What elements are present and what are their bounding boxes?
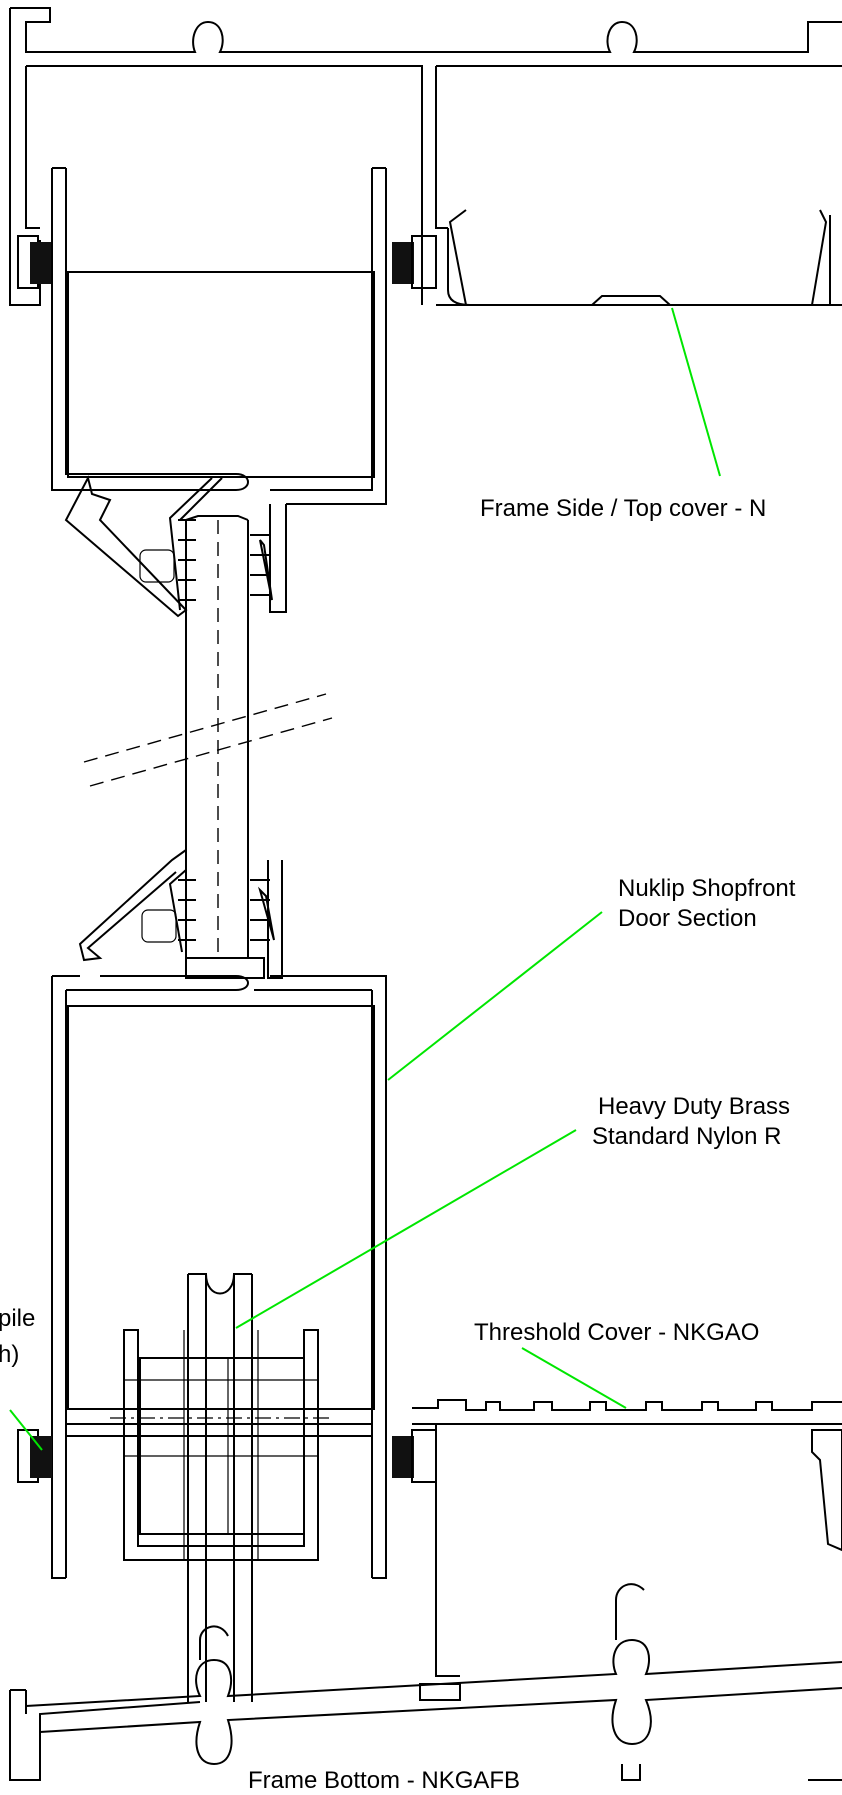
frame-bottom-profile: [9, 1583, 842, 1781]
leader-top-cover: [671, 307, 721, 477]
frame-top-profile: [9, 7, 842, 306]
leader-pile: [9, 1409, 43, 1451]
pile-strip-top-right: [392, 235, 437, 289]
label-nuklip-line2: Door Section: [618, 905, 757, 932]
label-frame-bottom: Frame Bottom - NKGAFB: [248, 1767, 520, 1794]
threshold-cover-profile: [412, 1399, 842, 1701]
label-threshold-cover: Threshold Cover - NKGAO: [474, 1319, 759, 1346]
label-nuklip-line1: Nuklip Shopfront: [618, 875, 796, 902]
pile-strip-top-left: [17, 235, 52, 289]
roller-assembly: [110, 1273, 330, 1702]
pile-strip-bottom-right: [392, 1429, 437, 1483]
upper-sash-profile: [51, 167, 387, 618]
leader-door-section: [387, 911, 603, 1081]
label-pile-line1: pile: [0, 1305, 35, 1332]
label-pile-line2: h): [0, 1341, 19, 1368]
label-brass-line1: Heavy Duty Brass: [598, 1093, 790, 1120]
lower-sash-profile: [51, 849, 387, 1579]
label-brass-line2: Standard Nylon R: [592, 1123, 781, 1150]
label-frame-side-top-cover: Frame Side / Top cover - N: [480, 495, 766, 522]
glass-pane: [83, 515, 333, 979]
pile-strip-bottom-left: [17, 1429, 52, 1483]
leader-threshold: [521, 1347, 627, 1409]
leader-roller: [235, 1129, 577, 1329]
